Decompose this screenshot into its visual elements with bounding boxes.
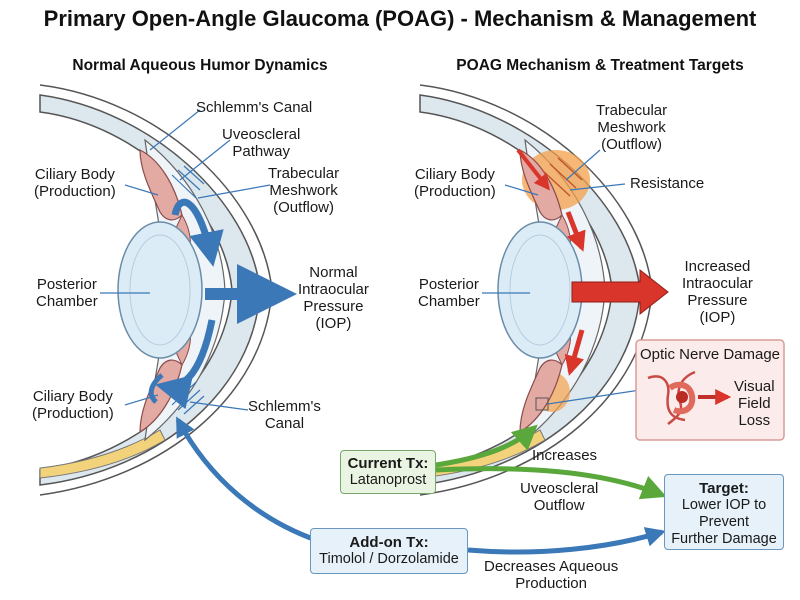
optic-nerve-illustration [635, 339, 785, 441]
right-flow-arrow-mid [565, 211, 586, 252]
left-eye-illustration [39, 84, 297, 496]
current-tx-box: Current Tx: Latanoprost [340, 450, 436, 494]
addon-tx-arrow-eye [175, 416, 317, 543]
current-tx-arrow-target [435, 466, 667, 500]
left-flow-arrow-bottom [155, 319, 216, 410]
label-trabecular-meshwork-right: Trabecular Meshwork (Outflow) [596, 102, 668, 153]
treatment-arrows [175, 416, 667, 555]
label-uveoscleral-pathway: Uveoscleral Pathway [222, 126, 301, 160]
right-flow-arrow-top [516, 148, 550, 191]
addon-tx-title: Add-on Tx: [349, 534, 429, 551]
right-iop-arrow [571, 268, 669, 316]
label-resistance: Resistance [630, 175, 705, 192]
label-posterior-chamber-left: Posterior Chamber [36, 276, 98, 310]
left-flow-back-bottom [148, 373, 164, 404]
left-panel-title: Normal Aqueous Humor Dynamics [72, 57, 328, 74]
left-sclera-yellow [39, 429, 166, 479]
right-lens [497, 221, 583, 359]
label-decreases-aqueous-production: Decreases Aqueous Production [484, 558, 619, 592]
label-posterior-chamber-right: Posterior Chamber [418, 276, 480, 310]
current-tx-drug: Latanoprost [349, 472, 427, 488]
current-tx-title: Current Tx: [347, 455, 429, 472]
addon-tx-arrow-target [467, 527, 666, 555]
addon-tx-drug: Timolol / Dorzolamide [319, 551, 459, 567]
label-increased-iop: Increased Intraocular Pressure (IOP) [682, 258, 753, 326]
left-flow-arrow-top [171, 198, 224, 267]
current-tx-arrow-up [435, 424, 538, 468]
optic-nerve-damage-title: Optic Nerve Damage [639, 346, 781, 363]
left-ciliary-body-top [139, 149, 183, 221]
label-increases: Increases [532, 447, 598, 464]
right-flow-arrow-low [564, 329, 585, 376]
right-eye-illustration [419, 84, 669, 496]
visual-field-loss-label: Visual Field Loss [734, 378, 775, 429]
label-normal-iop: Normal Intraocular Pressure (IOP) [298, 264, 369, 332]
target-box: Target: Lower IOP to Prevent Further Dam… [664, 474, 784, 550]
label-trabecular-meshwork: Trabecular Meshwork (Outflow) [268, 165, 340, 216]
target-title: Target: [699, 480, 749, 497]
right-panel-title: POAG Mechanism & Treatment Targets [456, 57, 744, 74]
label-ciliary-body-top: Ciliary Body (Production) [34, 166, 116, 200]
main-title: Primary Open-Angle Glaucoma (POAG) - Mec… [43, 6, 757, 31]
label-schlemms-canal-top: Schlemm's Canal [196, 99, 313, 116]
label-schlemms-canal-bottom: Schlemm's Canal [248, 398, 321, 432]
addon-tx-box: Add-on Tx: Timolol / Dorzolamide [310, 528, 468, 574]
label-ciliary-body-bottom: Ciliary Body (Production) [32, 388, 114, 422]
left-lens [117, 221, 203, 359]
label-ciliary-body-right: Ciliary Body (Production) [414, 166, 496, 200]
right-ciliary-body-bottom [519, 359, 563, 434]
label-uveoscleral-outflow: Uveoscleral Outflow [520, 480, 599, 514]
